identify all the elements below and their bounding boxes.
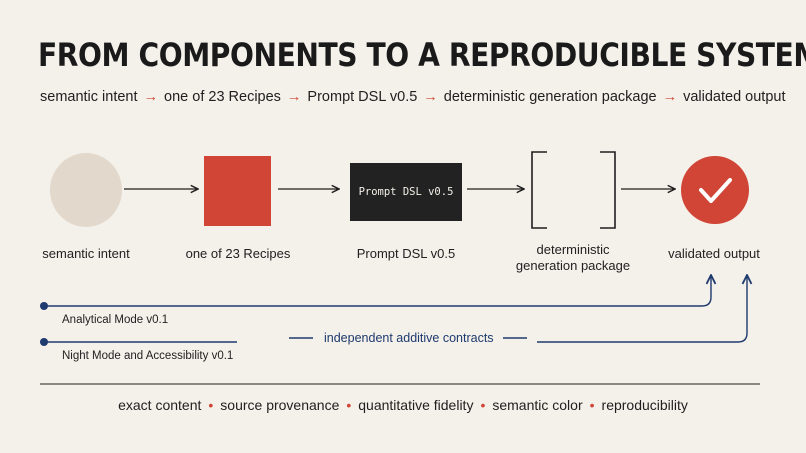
flow-arrow: → bbox=[423, 89, 438, 105]
flow-step: deterministic generation package bbox=[443, 89, 657, 105]
flow-step: validated output bbox=[683, 89, 786, 105]
analytical-mode-line bbox=[44, 275, 711, 307]
footer-principles: exact content • source provenance • quantita… bbox=[0, 397, 806, 413]
flow-arrow: → bbox=[143, 89, 159, 105]
footer-item: quantitative fidelity bbox=[358, 397, 474, 413]
semantic-intent-node bbox=[50, 153, 122, 227]
footer-item: exact content bbox=[118, 397, 202, 413]
label-prompt-dsl: Prompt DSL v0.5 bbox=[356, 246, 456, 261]
footer-item: semantic color bbox=[492, 397, 583, 413]
label-package-line1: deterministic bbox=[536, 242, 610, 257]
label-recipes: one of 23 Recipes bbox=[185, 246, 291, 261]
analytical-mode-label: Analytical Mode v0.1 bbox=[62, 314, 169, 326]
flow-step: one of 23 Recipes bbox=[164, 89, 281, 105]
footer-separator: • bbox=[480, 397, 486, 413]
label-validated-output: validated output bbox=[668, 246, 760, 261]
footer-separator: • bbox=[346, 397, 352, 413]
prompt-dsl-node bbox=[350, 163, 462, 221]
recipes-node bbox=[204, 156, 271, 226]
label-semantic-intent: semantic intent bbox=[42, 246, 130, 261]
night-mode-label: Night Mode and Accessibility v0.1 bbox=[62, 350, 234, 362]
flow-step: Prompt DSL v0.5 bbox=[307, 89, 418, 105]
footer-item: reproducibility bbox=[601, 397, 688, 413]
night-mode-line-right bbox=[537, 275, 747, 343]
flow-arrow: → bbox=[286, 89, 302, 105]
package-bracket-node bbox=[531, 151, 616, 229]
page-title: FROM COMPONENTS TO A REPRODUCIBLE SYSTEM bbox=[38, 36, 806, 74]
footer-separator: • bbox=[589, 397, 595, 413]
contracts-label: independent additive contracts bbox=[324, 331, 494, 345]
label-package-line2: generation package bbox=[515, 258, 631, 273]
footer-item: source provenance bbox=[220, 397, 340, 413]
footer-separator: • bbox=[208, 397, 214, 413]
checkmark-icon bbox=[699, 178, 732, 203]
prompt-dsl-box-text: Prompt DSL v0.5 bbox=[358, 186, 454, 198]
flow-arrow: → bbox=[662, 89, 678, 105]
label-package: deterministic generation package bbox=[503, 242, 643, 274]
flow-summary: semantic intent → one of 23 Recipes → Prompt… bbox=[40, 89, 785, 105]
flow-step: semantic intent bbox=[40, 89, 138, 105]
validated-output-node bbox=[681, 156, 749, 224]
